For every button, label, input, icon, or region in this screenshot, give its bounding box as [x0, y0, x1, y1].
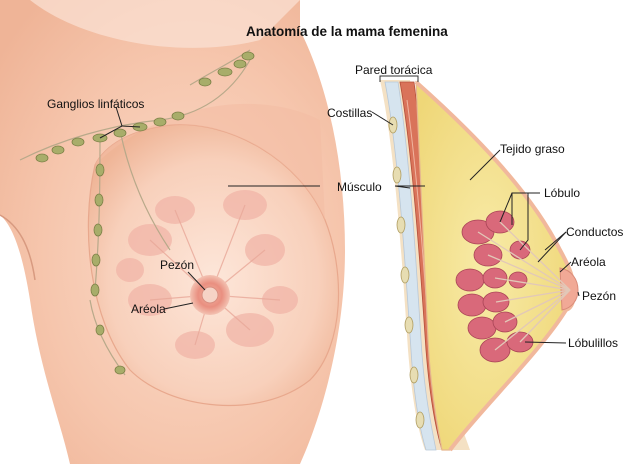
label-pared-toracica: Pared torácica [355, 63, 432, 77]
label-areola-front: Aréola [131, 302, 166, 316]
label-lobulo: Lóbulo [544, 186, 580, 200]
label-costillas: Costillas [327, 106, 372, 120]
label-lobulillos: Lóbulillos [568, 336, 618, 350]
label-musculo: Músculo [337, 180, 382, 194]
front-view [0, 0, 345, 464]
label-ganglios: Ganglios linfáticos [47, 97, 144, 111]
label-tejido-graso: Tejido graso [500, 142, 565, 156]
label-conductos: Conductos [566, 225, 623, 239]
diagram-title: Anatomía de la mama femenina [246, 24, 448, 39]
label-pezon-side: Pezón [582, 289, 616, 303]
label-areola-side: Aréola [571, 255, 606, 269]
sagittal-view [380, 76, 578, 450]
label-pezon-front: Pezón [160, 258, 194, 272]
fatty-tissue [416, 82, 573, 450]
